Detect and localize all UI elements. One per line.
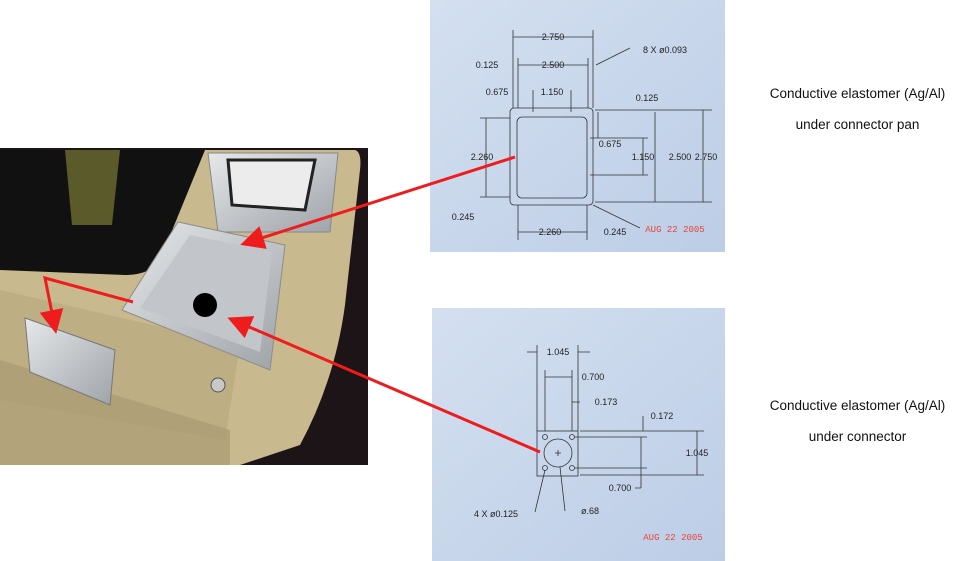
dim-label: 0.700 (582, 372, 605, 382)
caption-connector-pan: Conductive elastomer (Ag/Al) under conne… (740, 78, 960, 140)
caption-line: Conductive elastomer (Ag/Al) (769, 86, 946, 101)
dim-label: 0.675 (486, 87, 509, 97)
dim-label: 2.260 (539, 227, 562, 237)
dim-label: 1.150 (541, 87, 564, 97)
dim-label: 2.750 (542, 32, 565, 42)
dim-label: 1.150 (632, 152, 655, 162)
callout-arrows (39, 155, 541, 454)
dim-label: 2.260 (471, 152, 494, 162)
dim-label: 2.500 (542, 60, 565, 70)
dim-label: 0.125 (636, 93, 659, 103)
dim-label: 8 X ø0.093 (643, 45, 687, 55)
enclosure-photo (0, 148, 368, 465)
dim-label: 4 X ø0.125 (474, 509, 518, 519)
caption-line: under connector pan (795, 117, 920, 132)
dim-label: 2.500 (669, 152, 692, 162)
dim-label: 0.245 (452, 212, 475, 222)
connector-drawing: 1.045 0.700 0.173 0.172 1.045 0.700 4 X … (432, 308, 725, 561)
dim-label: 0.675 (599, 139, 622, 149)
arrow-to-connector (227, 316, 541, 454)
date-stamp: AUG 22 2005 (645, 225, 704, 235)
dim-label: 0.173 (595, 397, 618, 407)
caption-line: under connector (808, 429, 907, 444)
connector-pan-drawing: 2.750 2.500 0.125 0.675 1.150 8 X ø0.093… (430, 0, 725, 252)
date-stamp: AUG 22 2005 (643, 533, 702, 543)
caption-connector: Conductive elastomer (Ag/Al) under conne… (740, 390, 960, 452)
arrow-to-side-pan (39, 275, 134, 334)
arrow-to-pan (240, 155, 516, 249)
dim-label: ø.68 (581, 506, 599, 516)
dim-label: 1.045 (547, 347, 570, 357)
dim-label: 2.750 (695, 152, 718, 162)
dim-label: 0.700 (609, 483, 632, 493)
dim-label: 0.125 (476, 60, 499, 70)
caption-line: Conductive elastomer (Ag/Al) (769, 398, 946, 413)
dim-label: 0.172 (651, 411, 674, 421)
dim-label: 0.245 (604, 227, 627, 237)
dim-label: 1.045 (686, 448, 709, 458)
